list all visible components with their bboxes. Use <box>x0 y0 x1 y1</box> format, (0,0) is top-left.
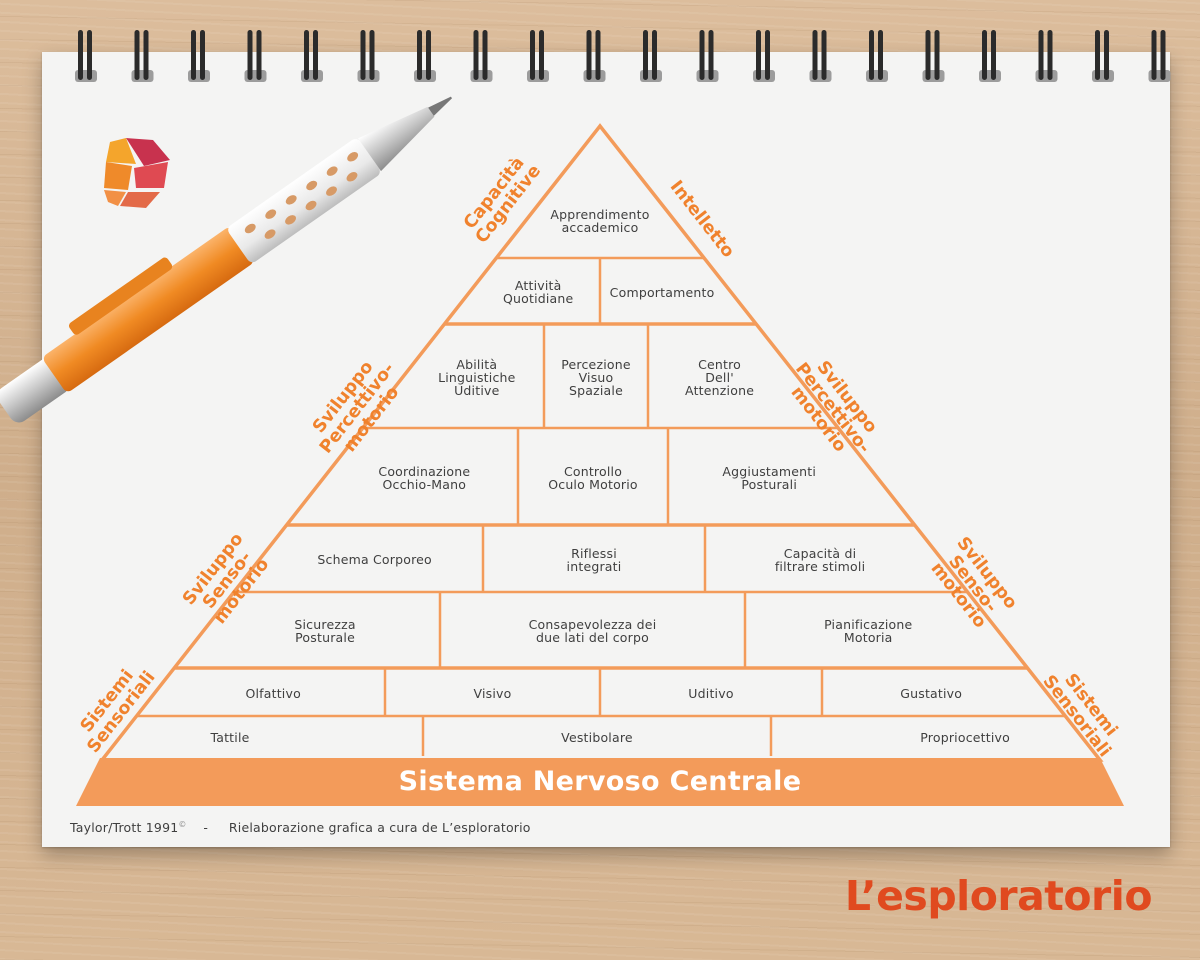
spiral-ring <box>643 30 648 80</box>
pyramid-cell-r5-c2: Pianificazione Motoria <box>824 617 913 645</box>
pyramid-cell-r3-c0: Coordinazione Occhio-Mano <box>378 463 471 492</box>
pyramid-cell-r6-c0: Olfattivo <box>245 685 301 701</box>
base-band <box>76 758 1124 806</box>
spiral-ring <box>756 30 761 80</box>
pyramid-cell-r2-c1: Percezione Visuo Spaziale <box>561 356 631 398</box>
pyramid-cell-r4-c0: Schema Corporeo <box>317 552 432 567</box>
pyramid-cell-r3-c2: Aggiustamenti Posturali <box>722 463 817 492</box>
pyramid-cell-r1-c1: Comportamento <box>609 284 715 300</box>
notebook-page <box>42 52 1170 847</box>
spiral-ring <box>878 30 883 80</box>
credit-note: Rielaborazione grafica a cura de L’esplo… <box>228 820 531 836</box>
spiral-ring <box>304 30 309 80</box>
pyramid-cell-r4-c2: Capacità di filtrare stimoli <box>774 545 866 574</box>
spiral-ring <box>87 30 92 80</box>
spiral-ring <box>1104 30 1109 80</box>
pen-icon <box>0 96 453 423</box>
spiral-ring <box>134 30 140 80</box>
pyramid-cell-r1-c0: Attività Quotidiane <box>502 278 574 306</box>
spiral-ring <box>869 30 874 80</box>
spiral-ring <box>765 30 770 80</box>
credit-separator: - <box>203 820 209 836</box>
spiral-ring <box>247 30 253 80</box>
pyramid-cell-r2-c0: Abilità Linguistiche Uditive <box>438 356 516 398</box>
spiral-ring <box>1095 30 1100 80</box>
spiral-ring <box>482 30 488 80</box>
spiral-ring <box>708 30 714 80</box>
pyramid-cell-r6-c3: Gustativo <box>900 685 963 701</box>
spiral-ring <box>256 30 262 80</box>
pyramid-cell-r5-c0: Sicurezza Posturale <box>294 617 356 645</box>
copyright-mark: © <box>178 820 187 829</box>
spiral-ring <box>417 30 422 80</box>
spiral-ring <box>1151 30 1157 80</box>
brand-wordmark: L’esploratorio <box>844 872 1153 920</box>
spiral-ring <box>191 30 196 80</box>
spiral-ring <box>991 30 996 80</box>
credit-author: Taylor/Trott 1991 <box>70 820 179 836</box>
spiral-ring <box>925 30 931 80</box>
spiral-ring <box>699 30 705 80</box>
pyramid-cell-r7-c2: Propriocettivo <box>920 729 1010 745</box>
spiral-ring <box>1047 30 1053 80</box>
spiral-ring <box>812 30 818 80</box>
spiral-ring <box>982 30 987 80</box>
spiral-ring <box>934 30 940 80</box>
pyramid-cell-r2-c2: Centro Dell' Attenzione <box>685 356 755 398</box>
spiral-ring <box>313 30 318 80</box>
spiral-ring <box>360 30 366 80</box>
spiral-ring <box>473 30 479 80</box>
spiral-ring <box>143 30 149 80</box>
spiral-ring <box>1160 30 1166 80</box>
spiral-ring <box>652 30 657 80</box>
spiral-ring <box>426 30 431 80</box>
pyramid-cell-r7-c1: Vestibolare <box>561 729 633 745</box>
pyramid-cell-r4-c1: Riflessi integrati <box>566 545 622 574</box>
spiral-ring <box>200 30 205 80</box>
pyramid-cell-r3-c1: Controllo Oculo Motorio <box>548 463 638 492</box>
pyramid-cell-r6-c1: Visivo <box>473 685 512 701</box>
spiral-ring <box>586 30 592 80</box>
spiral-ring <box>595 30 601 80</box>
pyramid-cell-r5-c1: Consapevolezza dei due lati del corpo <box>528 617 657 645</box>
pyramid-cell-r6-c2: Uditivo <box>688 685 734 701</box>
spiral-ring <box>78 30 83 80</box>
spiral-ring <box>1038 30 1044 80</box>
spiral-ring <box>530 30 535 80</box>
spiral-ring <box>539 30 544 80</box>
pyramid-cell-r0-c0: Apprendimento accademico <box>550 207 650 235</box>
base-title: Sistema Nervoso Centrale <box>398 765 802 797</box>
logo-icon <box>104 138 170 208</box>
footer-credit: Taylor/Trott 1991© - Rielaborazione graf… <box>70 820 531 835</box>
pyramid-cell-r7-c0: Tattile <box>210 729 250 745</box>
spiral-ring <box>369 30 375 80</box>
spiral-binding-icon <box>75 30 1171 82</box>
spiral-ring <box>821 30 827 80</box>
